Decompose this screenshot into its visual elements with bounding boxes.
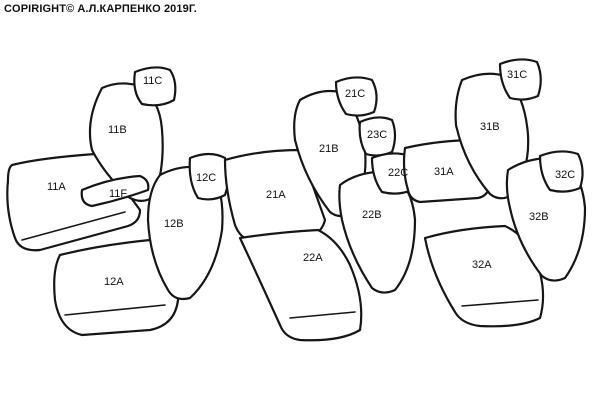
label-32b: 32B	[529, 211, 549, 223]
seat-31-32	[402, 58, 587, 328]
copyright-text: COPIRIGHT© А.Л.КАРПЕНКО 2019Г.	[4, 3, 197, 15]
label-11b: 11B	[108, 124, 127, 136]
seat-21-22	[223, 76, 417, 342]
label-21c: 21C	[345, 88, 365, 100]
label-12c: 12C	[196, 172, 216, 184]
seat-11	[6, 66, 177, 252]
part-32c	[538, 150, 584, 193]
label-31b: 31B	[480, 121, 500, 133]
label-32a: 32A	[472, 259, 492, 271]
part-23c	[358, 116, 397, 157]
label-12a: 12A	[104, 276, 124, 288]
label-22a: 22A	[303, 252, 323, 264]
label-32c: 32C	[555, 169, 575, 181]
label-23c: 23C	[367, 129, 387, 141]
label-11f: 11F	[109, 188, 127, 200]
part-labels: 11C 11B 11A 11F 12C 12B 12A 21C 21B 21A …	[47, 69, 575, 288]
part-12a	[53, 238, 180, 337]
seat-12	[53, 152, 230, 337]
label-21a: 21A	[266, 189, 286, 201]
label-22c: 22C	[388, 167, 408, 179]
part-11c	[133, 66, 177, 107]
label-12b: 12B	[164, 218, 184, 230]
label-11a: 11A	[47, 181, 66, 193]
part-11a	[6, 152, 142, 252]
label-22b: 22B	[362, 209, 382, 221]
part-31c	[498, 58, 542, 101]
label-31c: 31C	[507, 69, 527, 81]
label-11c: 11C	[143, 75, 162, 87]
part-12c	[188, 152, 230, 201]
label-31a: 31A	[434, 166, 454, 178]
label-21b: 21B	[319, 143, 339, 155]
part-11f	[80, 174, 150, 208]
part-21c	[334, 76, 378, 117]
part-22a	[238, 228, 363, 342]
